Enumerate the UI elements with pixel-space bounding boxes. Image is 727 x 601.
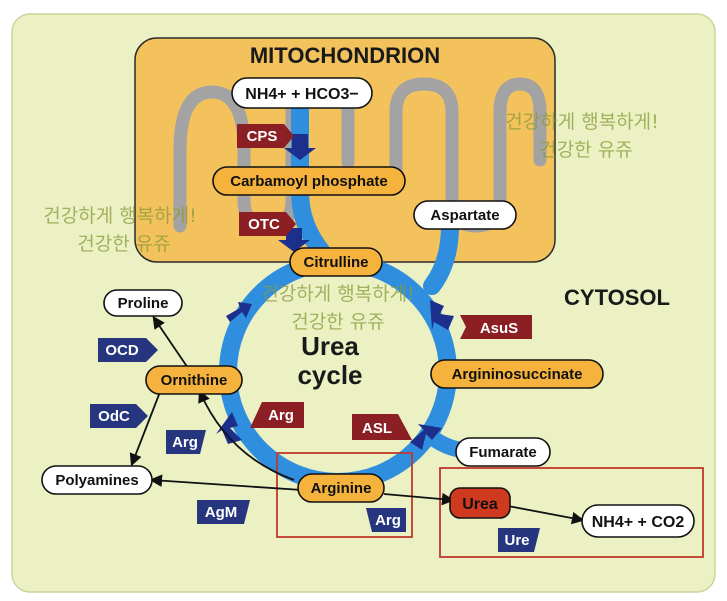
agm-label: AgM <box>205 504 238 521</box>
nh4-hco3-label: NH4+ + HCO3− <box>245 86 358 103</box>
watermark-3-line2: 건강한 유쥬 <box>291 311 384 333</box>
ure-enzyme-tag: Ure <box>498 528 540 552</box>
cps-arrow <box>284 134 316 160</box>
argininosuccinate-node: Argininosuccinate <box>430 359 604 389</box>
arginase-arrow <box>216 412 242 444</box>
arginine-to-polyamines-arrow <box>149 474 303 491</box>
asl-arrow <box>410 424 442 450</box>
agm-enzyme-tag: AgM <box>197 500 250 524</box>
urea-highlight-box <box>439 467 704 558</box>
arginase-enzyme-tag: Arg <box>250 402 304 428</box>
asus-label: AsuS <box>480 320 518 337</box>
mitochondrion-label: MITOCHONDRION <box>250 43 440 68</box>
ornithine-label: Ornithine <box>161 372 228 389</box>
carbamoyl-phosphate-node: Carbamoyl phosphate <box>212 166 406 196</box>
reaction-arrows <box>129 315 585 525</box>
aspartate-node: Aspartate <box>413 200 517 230</box>
proline-label: Proline <box>118 295 169 312</box>
watermark-2-line2: 건강한 유쥬 <box>77 233 170 255</box>
citrulline-node: Citrulline <box>289 247 383 277</box>
watermark-3-line1: 건강하게 행복하게! <box>261 283 415 305</box>
ornithine-node: Ornithine <box>145 365 243 395</box>
watermark-1-line1: 건강하게 행복하게! <box>505 111 659 133</box>
arginine-highlight-box <box>276 452 413 538</box>
arg-bottom-enzyme-tag: Arg <box>366 508 406 532</box>
asus-enzyme-tag: AsuS <box>460 315 532 339</box>
urea-label: Urea <box>462 496 498 513</box>
ocd-label: OCD <box>105 342 139 359</box>
cycle-label-line1: Urea <box>301 331 359 361</box>
arginine-to-urea-arrow <box>383 492 455 506</box>
cps-enzyme-tag: CPS <box>237 124 294 148</box>
otc-label: OTC <box>248 216 280 233</box>
polyamines-label: Polyamines <box>55 472 138 489</box>
nh4-co2-node: NH4+ + CO2 <box>581 504 695 538</box>
asl-label: ASL <box>362 420 392 437</box>
arg-left-label: Arg <box>172 434 198 451</box>
fumarate-label: Fumarate <box>469 444 537 461</box>
urea-to-nh4-arrow <box>507 505 585 525</box>
fumarate-node: Fumarate <box>455 437 551 467</box>
citrulline-label: Citrulline <box>303 254 368 271</box>
odc-enzyme-tag: OdC <box>90 404 148 428</box>
otc-enzyme-tag: OTC <box>239 212 296 236</box>
aspartate-label: Aspartate <box>430 207 499 224</box>
urea-node: Urea <box>449 487 511 519</box>
arg-left-enzyme-tag: Arg <box>166 430 206 454</box>
proline-node: Proline <box>103 289 183 317</box>
watermark-2-line1: 건강하게 행복하게! <box>43 205 197 227</box>
ornithine-arrow <box>226 302 252 322</box>
ornithine-to-polyamines-arrow <box>129 391 161 467</box>
odc-label: OdC <box>98 408 130 425</box>
watermark-1-line2: 건강한 유쥬 <box>539 139 632 161</box>
nh4-co2-label: NH4+ + CO2 <box>592 514 685 531</box>
asus-arrow <box>430 300 454 330</box>
arginine-label: Arginine <box>311 480 372 497</box>
cps-label: CPS <box>247 128 278 145</box>
ure-label: Ure <box>504 532 529 549</box>
carbamoyl-phosphate-label: Carbamoyl phosphate <box>230 173 388 190</box>
cytosol-label: CYTOSOL <box>564 285 670 310</box>
cycle-label-line2: cycle <box>297 360 362 390</box>
arginase-label: Arg <box>268 407 294 424</box>
arginine-node: Arginine <box>297 473 385 503</box>
ornithine-to-proline-arrow <box>152 315 189 369</box>
arginine-to-ornithine-arrow <box>198 389 295 481</box>
ocd-enzyme-tag: OCD <box>98 338 158 362</box>
aspartate-channel <box>423 217 459 295</box>
nh4-hco3-node: NH4+ + HCO3− <box>231 77 373 109</box>
polyamines-node: Polyamines <box>41 465 153 495</box>
asl-enzyme-tag: ASL <box>352 414 412 440</box>
argininosuccinate-label: Argininosuccinate <box>452 366 583 383</box>
arg-bottom-label: Arg <box>375 512 401 529</box>
